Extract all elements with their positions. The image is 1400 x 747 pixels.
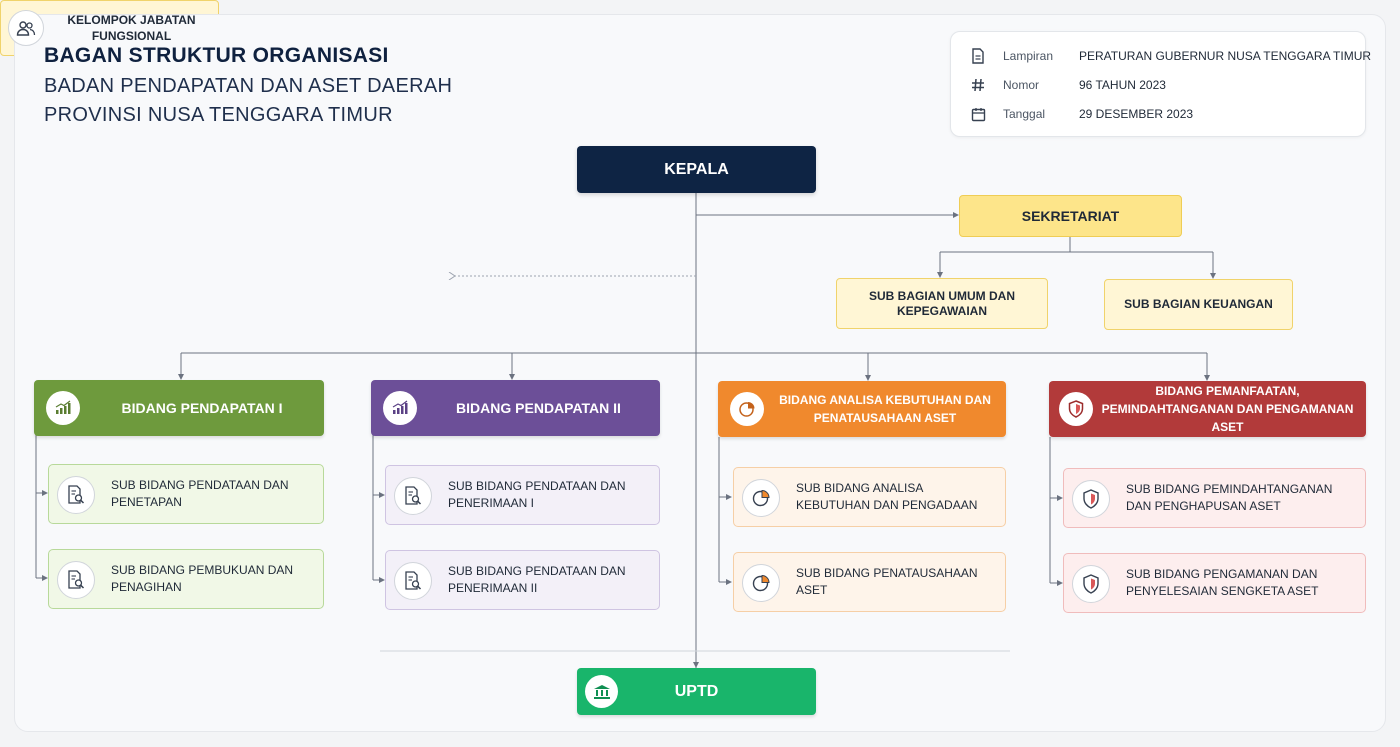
bar-chart-icon [46,391,80,425]
node-label: BIDANG PENDAPATAN I [121,400,283,416]
page-title: BAGAN STRUKTUR ORGANISASI [44,44,389,67]
node-label: SUB BIDANG ANALISA KEBUTUHAN DAN PENGADA… [796,481,978,512]
node-sub-bidang-pemindahtanganan: SUB BIDANG PEMINDAHTANGANAN DAN PENGHAPU… [1063,468,1366,528]
node-label: SUB BIDANG PENDATAAN DAN PENERIMAAN II [448,564,626,595]
node-bidang-pendapatan-1: BIDANG PENDAPATAN I [34,380,324,436]
node-bidang-pendapatan-2: BIDANG PENDAPATAN II [371,380,660,436]
pie-chart-icon [730,392,764,426]
node-label: SUB BIDANG PENDATAAN DAN PENERIMAAN I [448,479,626,510]
node-label: SUB BIDANG PENDATAAN DAN PENETAPAN [111,478,289,509]
pie-chart-icon [742,564,780,602]
node-label: BIDANG ANALISA KEBUTUHAN DAN PENATAUSAHA… [779,393,991,425]
node-sub-bagian-umum: SUB BAGIAN UMUM DAN KEPEGAWAIAN [836,278,1048,329]
node-sub-bidang-analisa-pengadaan: SUB BIDANG ANALISA KEBUTUHAN DAN PENGADA… [733,467,1006,527]
node-kepala: KEPALA [577,146,816,193]
pie-chart-icon [742,479,780,517]
page-subtitle-agency: BADAN PENDAPATAN DAN ASET DAERAH [44,75,453,97]
meta-label: Lampiran [1003,49,1054,63]
node-sekretariat: SEKRETARIAT [959,195,1182,237]
meta-row-lampiran: Lampiran PERATURAN GUBERNUR NUSA TENGGAR… [969,45,1371,67]
node-sub-bidang-penatausahaan-aset: SUB BIDANG PENATAUSAHAAN ASET [733,552,1006,612]
meta-value: 29 DESEMBER 2023 [1079,107,1194,121]
bar-chart-icon [383,391,417,425]
node-label: KELOMPOK JABATAN FUNGSIONAL [67,13,196,43]
document-search-icon [394,562,432,600]
node-sub-bagian-keuangan: SUB BAGIAN KEUANGAN [1104,279,1293,330]
node-label: SUB BIDANG PEMBUKUAN DAN PENAGIHAN [111,563,294,594]
node-sub-bidang-pendataan-penerimaan-2: SUB BIDANG PENDATAAN DAN PENERIMAAN II [385,550,660,610]
document-search-icon [57,476,95,514]
page-subtitle-province: PROVINSI NUSA TENGGARA TIMUR [44,104,393,126]
document-search-icon [57,561,95,599]
meta-label: Nomor [1003,78,1040,92]
hash-icon [969,76,987,94]
shield-icon [1059,392,1093,426]
document-search-icon [394,477,432,515]
node-sub-bidang-pendataan-penetapan: SUB BIDANG PENDATAAN DAN PENETAPAN [48,464,324,524]
shield-icon [1072,480,1110,518]
meta-label: Tanggal [1003,107,1046,121]
node-sub-bidang-pendataan-penerimaan-1: SUB BIDANG PENDATAAN DAN PENERIMAAN I [385,465,660,525]
users-icon [8,10,44,46]
node-label: BIDANG PENDAPATAN II [456,400,621,416]
meta-row-nomor: Nomor 96 TAHUN 2023 [969,74,1166,96]
node-uptd: UPTD [577,668,816,715]
node-sub-bidang-pembukuan-penagihan: SUB BIDANG PEMBUKUAN DAN PENAGIHAN [48,549,324,609]
node-label: SUB BIDANG PENGAMANAN DAN PENYELESAIAN S… [1126,567,1319,598]
node-bidang-pemanfaatan: BIDANG PEMANFAATAN, PEMINDAHTANGANAN DAN… [1049,381,1366,437]
document-icon [969,47,987,65]
shield-icon [1072,565,1110,603]
meta-row-tanggal: Tanggal 29 DESEMBER 2023 [969,103,1193,125]
node-label: SUB BIDANG PENATAUSAHAAN ASET [796,566,978,597]
node-label: UPTD [674,682,719,700]
node-label: SUB BIDANG PEMINDAHTANGANAN DAN PENGHAPU… [1126,482,1333,513]
regulation-info-card: Lampiran PERATURAN GUBERNUR NUSA TENGGAR… [950,31,1371,137]
meta-value: PERATURAN GUBERNUR NUSA TENGGARA TIMUR [1079,49,1372,63]
bank-building-icon [585,675,618,708]
node-bidang-analisa-kebutuhan: BIDANG ANALISA KEBUTUHAN DAN PENATAUSAHA… [718,381,1006,437]
meta-value: 96 TAHUN 2023 [1079,78,1166,92]
node-label: BIDANG PEMANFAATAN, PEMINDAHTANGANAN DAN… [1101,384,1354,434]
node-sub-bidang-pengamanan: SUB BIDANG PENGAMANAN DAN PENYELESAIAN S… [1063,553,1366,613]
calendar-icon [969,105,987,123]
